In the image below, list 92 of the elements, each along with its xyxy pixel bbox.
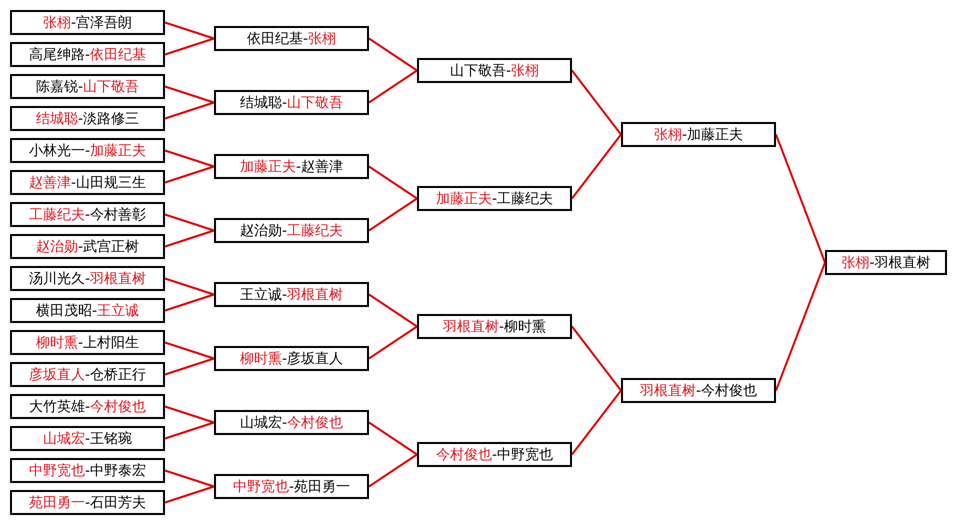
bracket-line [775, 262, 826, 391]
match-label: 小林光一-加藤正夫 [28, 144, 146, 158]
match-box [214, 410, 369, 435]
bracket-line [571, 326, 622, 392]
bracket-line [164, 86, 214, 104]
bracket-line [368, 38, 418, 72]
match-label: 山城宏-今村俊也 [240, 416, 344, 430]
match-label: 赵治勋-工藤纪夫 [240, 224, 344, 238]
bracket-line [164, 166, 214, 184]
match-box [417, 314, 572, 339]
match-box [214, 154, 369, 179]
match-box [417, 442, 572, 467]
match-box [10, 42, 165, 67]
bracket-line [164, 406, 214, 424]
match-box [10, 74, 165, 99]
match-label: 山下敬吾-张栩 [450, 64, 540, 78]
match-label: 汤川光久-羽根直树 [28, 272, 146, 286]
bracket-line [164, 278, 214, 296]
match-label: 横田茂昭-王立诚 [36, 304, 140, 318]
match-box [214, 90, 369, 115]
match-label: 依田纪基-张栩 [246, 32, 336, 46]
match-label: 张栩-羽根直树 [841, 256, 931, 270]
bracket-line [164, 422, 214, 440]
match-box [10, 426, 165, 451]
match-label: 柳时熏-上村阳生 [36, 336, 140, 350]
match-box [621, 378, 776, 403]
match-box [10, 362, 165, 387]
match-box [10, 458, 165, 483]
match-box [10, 490, 165, 515]
match-box [10, 234, 165, 259]
bracket-line [164, 22, 214, 40]
match-box [10, 202, 165, 227]
bracket-line [368, 166, 418, 200]
bracket-line [164, 230, 214, 248]
match-box [10, 266, 165, 291]
match-label: 结城聪-淡路修三 [36, 112, 140, 126]
match-box [214, 218, 369, 243]
match-label: 彦坂直人-仓桥正行 [28, 368, 146, 382]
match-label: 张栩-宫泽吾朗 [42, 16, 132, 30]
bracket-line [571, 70, 622, 136]
bracket-line [368, 198, 418, 232]
match-box [417, 58, 572, 83]
bracket-line [164, 342, 214, 360]
bracket-line [571, 390, 622, 456]
match-label: 赵善津-山田规三生 [28, 176, 146, 190]
match-label: 加藤正夫-工藤纪夫 [436, 192, 554, 206]
match-label: 中野宽也-中野泰宏 [28, 464, 146, 478]
bracket-line [164, 358, 214, 376]
match-box [10, 394, 165, 419]
match-label: 苑田勇一-石田芳夫 [28, 496, 146, 510]
match-label: 高尾绅路-依田纪基 [28, 48, 146, 62]
match-label: 今村俊也-中野宽也 [436, 448, 554, 462]
bracket-line [164, 214, 214, 232]
match-label: 柳时熏-彦坂直人 [240, 352, 344, 366]
bracket-line [368, 454, 418, 488]
match-label: 加藤正夫-赵善津 [240, 160, 344, 174]
bracket-line [775, 134, 826, 263]
bracket-line [164, 38, 214, 56]
match-label: 陈嘉锐-山下敬吾 [36, 80, 140, 94]
bracket-line [368, 70, 418, 104]
match-box [417, 186, 572, 211]
match-label: 羽根直树-今村俊也 [640, 384, 758, 398]
match-box [621, 122, 776, 147]
bracket-line [164, 150, 214, 168]
match-label: 赵治勋-武宫正树 [36, 240, 140, 254]
match-box [214, 26, 369, 51]
match-label: 中野宽也-苑田勇一 [232, 480, 350, 494]
match-label: 大竹英雄-今村俊也 [28, 400, 146, 414]
match-box [825, 250, 947, 275]
bracket-line [164, 294, 214, 312]
bracket-line [164, 470, 214, 488]
match-box [10, 138, 165, 163]
match-label: 结城聪-山下敬吾 [240, 96, 344, 110]
match-label: 张栩-加藤正夫 [654, 128, 744, 142]
bracket-line [164, 102, 214, 120]
match-box [214, 282, 369, 307]
bracket-line [368, 294, 418, 328]
match-label: 羽根直树-柳时熏 [442, 320, 546, 334]
match-box [214, 346, 369, 371]
match-box [10, 10, 165, 35]
bracket-line [368, 326, 418, 360]
bracket-line [368, 422, 418, 456]
match-label: 工藤纪夫-今村善彰 [28, 208, 146, 222]
match-box [10, 298, 165, 323]
match-label: 王立诚-羽根直树 [240, 288, 344, 302]
bracket-line [571, 134, 622, 200]
bracket-line [164, 486, 214, 504]
match-box [10, 106, 165, 131]
match-box [10, 170, 165, 195]
match-box [10, 330, 165, 355]
match-label: 山城宏-王铭琬 [42, 432, 132, 446]
match-box [214, 474, 369, 499]
